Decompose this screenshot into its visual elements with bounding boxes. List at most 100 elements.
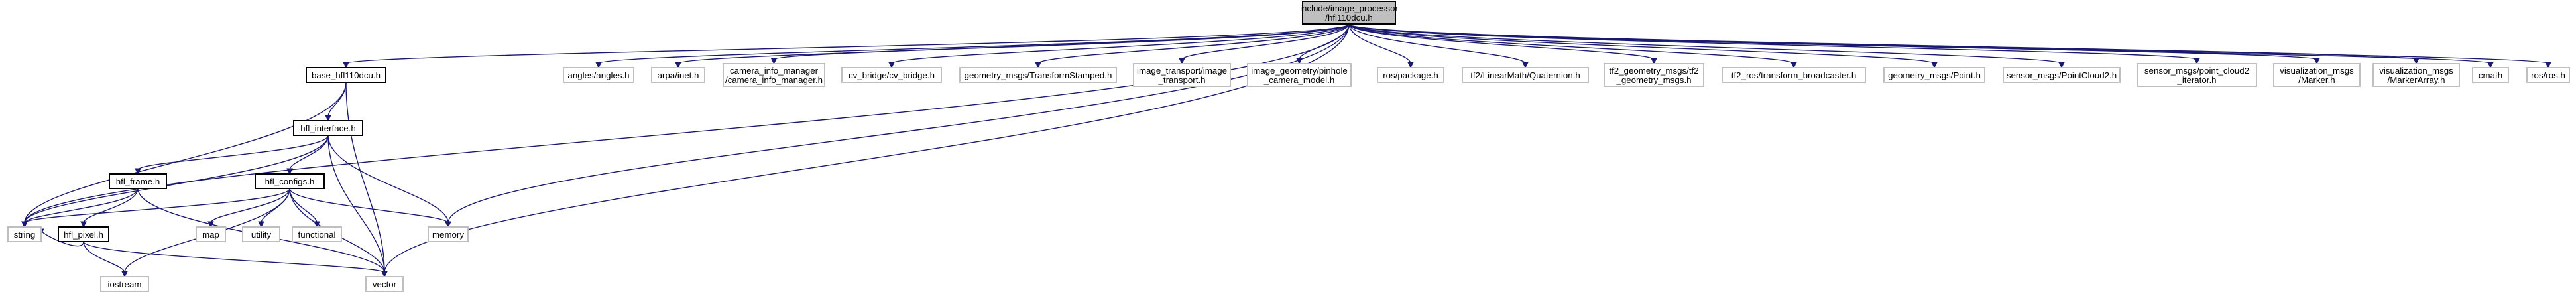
edge-configs-to-string (24, 188, 290, 224)
node-box-pc2 (2003, 67, 2121, 83)
arrowhead-root-to-roshdr (2545, 62, 2551, 69)
node-memory: memory (428, 226, 469, 242)
arrowhead-root-to-tf2geo (1651, 58, 1657, 65)
node-label-pc2iter: sensor_msgs/point_cloud2 (2144, 66, 2249, 76)
node-pc2: sensor_msgs/PointCloud2.h (2003, 67, 2121, 83)
edge-root-to-pc2 (1348, 23, 2062, 64)
node-roshdr: ros/ros.h (2526, 67, 2570, 83)
edge-root-to-geopoint (1348, 23, 1935, 64)
node-box-pixel (58, 226, 109, 242)
node-box-imggeom (1247, 63, 1352, 87)
node-imggeom: image_geometry/pinhole_camera_model.h (1247, 63, 1352, 87)
edge-root-to-rospkg (1348, 23, 1411, 64)
node-tfstamped: geometry_msgs/TransformStamped.h (959, 67, 1117, 83)
edge-root-to-arpa (677, 23, 1350, 64)
edge-root-to-tfstamped (1037, 23, 1350, 64)
node-utility: utility (242, 226, 280, 242)
node-label-root: /hfl110dcu.h (1325, 13, 1372, 23)
node-box-iostream (100, 276, 149, 292)
edge-root-to-tf2geo (1348, 23, 1655, 60)
node-box-caminfo (723, 63, 825, 87)
node-box-functional (292, 226, 342, 242)
node-label-tfbroad: tf2_ros/transform_broadcaster.h (1731, 70, 1856, 80)
node-label-iface: hfl_interface.h (300, 123, 356, 133)
node-label-string: string (14, 230, 36, 240)
arrowhead-root-to-tfstamped (1035, 62, 1041, 69)
node-label-imggeom: _camera_model.h (1263, 75, 1334, 85)
node-label-utility: utility (251, 230, 272, 240)
edge-frame-to-string (24, 188, 139, 224)
node-iostream: iostream (100, 276, 149, 292)
arrowhead-pixel-to-iostream (121, 271, 128, 278)
arrowhead-root-to-rospkg (1407, 62, 1414, 69)
node-label-roshdr: ros/ros.h (2531, 70, 2565, 80)
node-pc2iter: sensor_msgs/point_cloud2_iterator.h (2137, 63, 2257, 87)
node-box-rospkg (1377, 67, 1444, 83)
node-functional: functional (292, 226, 342, 242)
edge-base-to-vector (345, 82, 385, 273)
arrowhead-root-to-cmath (2487, 62, 2494, 69)
node-label-memory: memory (432, 230, 464, 240)
arrowhead-root-to-marker (2313, 58, 2320, 65)
node-label-frame: hfl_frame.h (116, 177, 160, 186)
node-box-root (1302, 1, 1396, 25)
node-base[interactable]: base_hfl110dcu.h (306, 67, 386, 83)
node-label-pc2iter: _iterator.h (2176, 75, 2216, 85)
node-box-marker (2273, 63, 2361, 87)
node-tf2geo: tf2_geometry_msgs/tf2_geometry_msgs.h (1604, 63, 1704, 87)
edge-root-to-pc2iter (1348, 23, 2197, 60)
edge-root-to-marker (1348, 23, 2317, 60)
node-label-caminfo: camera_info_manager (730, 66, 819, 76)
node-label-pc2: sensor_msgs/PointCloud2.h (2007, 70, 2117, 80)
edge-configs-to-utility (261, 188, 290, 224)
edge-pixel-to-vector (83, 241, 385, 273)
node-label-tf2geo: _geometry_msgs.h (1615, 75, 1691, 85)
edge-root-to-vector (384, 23, 1350, 273)
node-root[interactable]: include/image_processor/hfl110dcu.h (1300, 1, 1398, 25)
arrowhead-base-to-iface (325, 115, 331, 122)
node-iface[interactable]: hfl_interface.h (293, 120, 363, 136)
edge-iface-to-vector (327, 135, 385, 273)
node-arpa: arpa/inet.h (651, 67, 705, 83)
node-map: map (196, 226, 226, 242)
node-box-markerarr (2372, 63, 2460, 87)
node-box-string (7, 226, 42, 242)
node-label-pixel: hfl_pixel.h (64, 230, 103, 240)
arrowhead-root-to-cvbridge (888, 62, 895, 69)
arrowhead-iface-to-configs (286, 168, 293, 175)
node-box-pc2iter (2137, 63, 2257, 87)
node-label-iostream: iostream (108, 279, 142, 289)
arrowhead-root-to-markerarr (2413, 58, 2420, 65)
node-label-angles: angles/angles.h (567, 70, 629, 80)
node-box-configs (255, 173, 325, 189)
edge-root-to-roshdr (1348, 23, 2549, 64)
arrowhead-configs-to-map (207, 221, 214, 228)
node-label-arpa: arpa/inet.h (658, 70, 699, 80)
node-label-cvbridge: cv_bridge/cv_bridge.h (849, 70, 935, 80)
edge-root-to-quat (1348, 23, 1526, 64)
arrowhead-root-to-arpa (675, 62, 681, 69)
node-label-functional: functional (298, 230, 336, 240)
node-box-angles (563, 67, 634, 83)
arrowhead-pixel-to-vector (381, 271, 388, 278)
node-label-map: map (202, 230, 219, 240)
node-label-tfstamped: geometry_msgs/TransformStamped.h (965, 70, 1112, 80)
node-box-map (196, 226, 226, 242)
edge-base-to-string (24, 82, 347, 224)
arrowhead-frame-to-pixel (80, 221, 87, 228)
node-box-memory (428, 226, 469, 242)
node-configs[interactable]: hfl_configs.h (255, 173, 325, 189)
node-pixel[interactable]: hfl_pixel.h (58, 226, 109, 242)
node-box-utility (242, 226, 280, 242)
node-box-geopoint (1883, 67, 1985, 83)
node-cvbridge: cv_bridge/cv_bridge.h (841, 67, 942, 83)
arrowhead-root-to-base (343, 62, 349, 69)
arrowhead-root-to-imggeom (1296, 58, 1303, 65)
node-frame[interactable]: hfl_frame.h (109, 173, 167, 189)
node-cmath: cmath (2472, 67, 2509, 83)
node-label-imggeom: image_geometry/pinhole (1251, 66, 1348, 76)
node-box-tfbroad (1722, 67, 1866, 83)
node-box-tf2geo (1604, 63, 1704, 87)
node-label-vector: vector (373, 279, 397, 289)
